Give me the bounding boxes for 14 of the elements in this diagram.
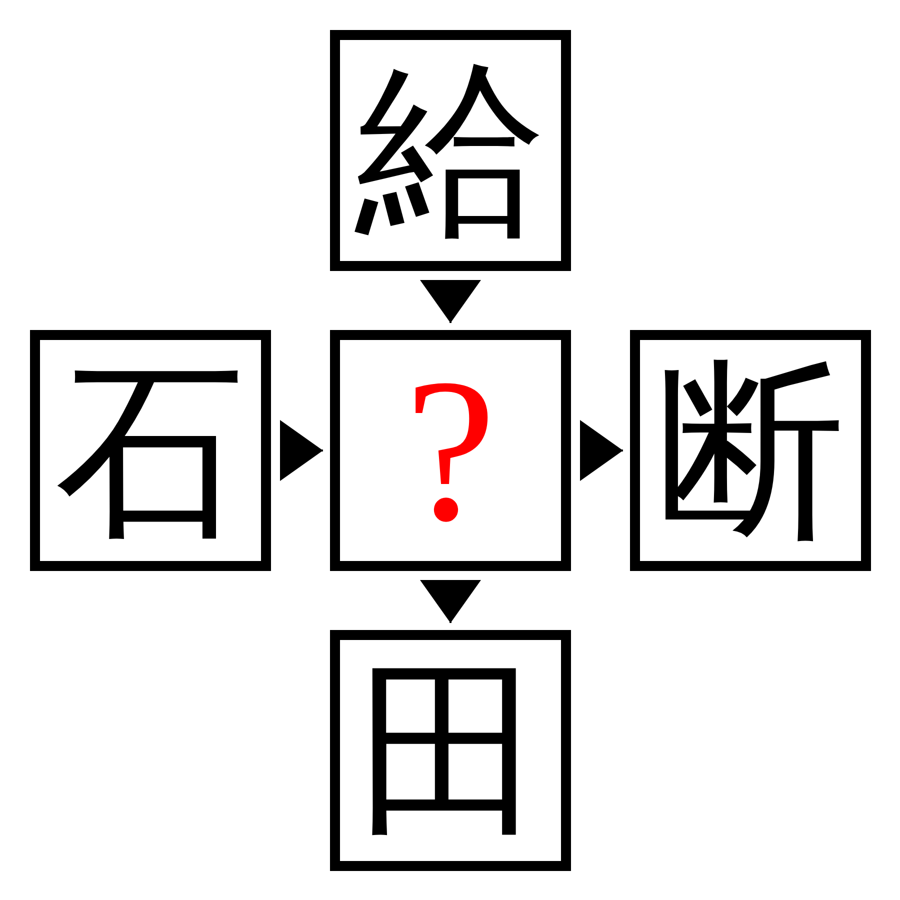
kanji-character: 給 (356, 56, 546, 246)
kanji-character: 断 (656, 356, 846, 546)
character-box (630, 330, 871, 571)
kanji-character: 石 (56, 356, 246, 546)
arrow (420, 280, 481, 323)
character-box (330, 330, 571, 571)
question-mark: ? (405, 348, 496, 553)
arrow (580, 420, 623, 481)
character-box (330, 30, 571, 271)
character-box (30, 330, 271, 571)
arrow (420, 580, 481, 623)
kanji-character: 田 (356, 656, 546, 846)
character-box (330, 630, 571, 871)
arrow (280, 420, 323, 481)
